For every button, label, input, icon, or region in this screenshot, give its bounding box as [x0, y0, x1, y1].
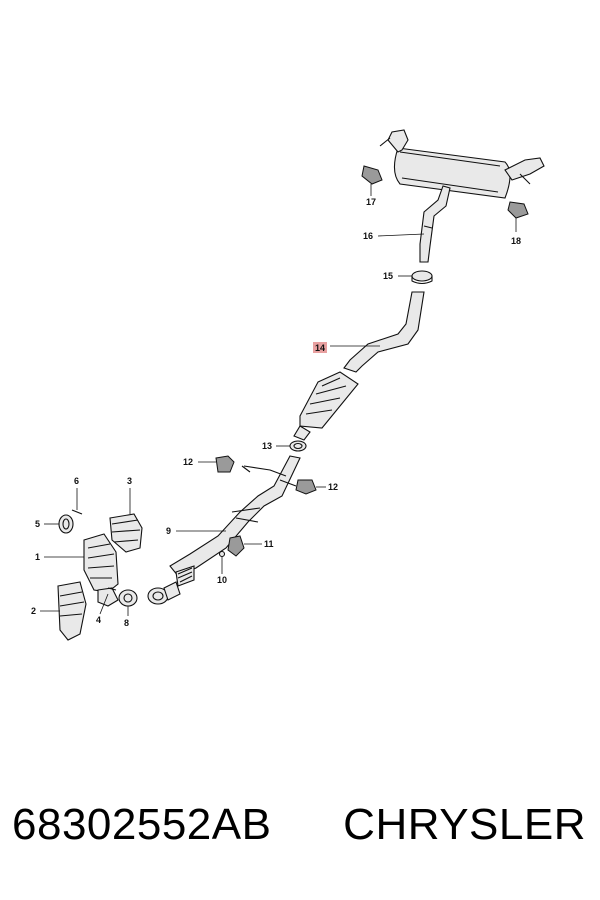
rear-muffler: [379, 129, 545, 199]
part-number: 68302552AB: [12, 800, 272, 849]
resonator-pipe-14: [293, 291, 425, 441]
gasket-5: [44, 514, 74, 534]
gasket-8: [118, 589, 138, 616]
front-pipe-9: [147, 455, 301, 605]
brand-name: CHRYSLER: [343, 800, 586, 849]
gasket-13: [276, 440, 307, 452]
exhaust-system-diagram: 17 18 16 15 14 13 12 12 9 11 10 6 3 5 1 …: [31, 129, 545, 641]
callout-12-left: 12: [183, 457, 193, 467]
callout-16: 16: [363, 231, 373, 241]
hanger-17: [361, 165, 383, 196]
callout-5: 5: [35, 519, 40, 529]
callout-13: 13: [262, 441, 272, 451]
stud-6: [71, 488, 83, 515]
clamp-15: [398, 270, 433, 285]
catalytic-converter-1: [44, 533, 119, 607]
callout-1: 1: [35, 552, 40, 562]
callout-8: 8: [124, 618, 129, 628]
callout-18: 18: [511, 236, 521, 246]
callout-3: 3: [127, 476, 132, 486]
hanger-bracket-11: [227, 535, 262, 557]
heat-shield-3: [109, 488, 143, 553]
isolator-12-right: [295, 479, 326, 495]
bolt-10: [218, 550, 226, 574]
callout-12-right: 12: [328, 482, 338, 492]
callout-4: 4: [96, 615, 101, 625]
stud-4: [99, 587, 117, 615]
isolator-12-left: [198, 455, 235, 473]
intermediate-pipe-16: [377, 185, 451, 263]
footer: 68302552AB CHRYSLER: [0, 800, 600, 860]
callout-17: 17: [366, 197, 376, 207]
callout-10: 10: [217, 575, 227, 585]
hanger-18: [507, 201, 529, 232]
callout-11: 11: [264, 539, 274, 549]
callout-15: 15: [383, 271, 393, 281]
callout-14: 14: [315, 343, 325, 353]
callout-6: 6: [74, 476, 79, 486]
callout-2: 2: [31, 606, 36, 616]
callout-9: 9: [166, 526, 171, 536]
callout-14-highlight: [313, 342, 327, 353]
callouts: 17 18 16 15 14 13 12 12 9 11 10 6 3 5 1 …: [31, 197, 521, 628]
heat-shield-2: [40, 581, 87, 641]
